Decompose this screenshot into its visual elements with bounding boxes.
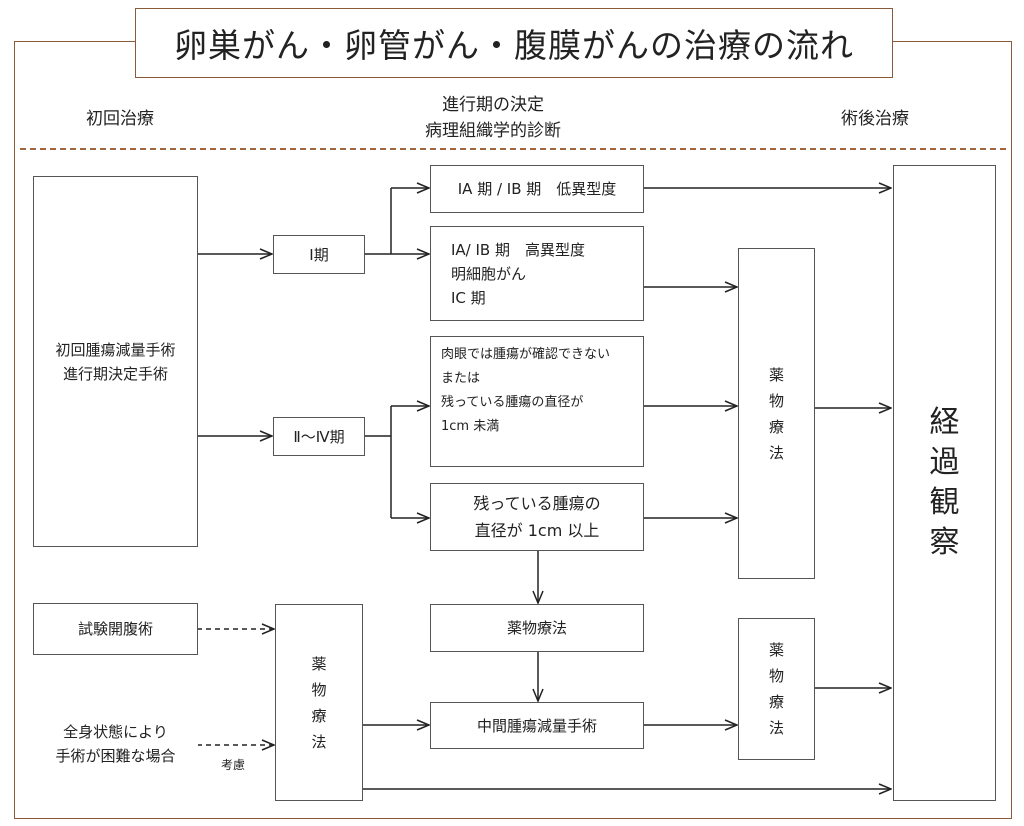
stage1-high-grade-line3: IC 期 xyxy=(451,288,486,307)
interval-surgery-label: 中間腫瘍減量手術 xyxy=(476,716,597,735)
chemotherapy-upper-char3: 療 xyxy=(768,417,784,436)
followup-char4: 察 xyxy=(929,525,960,560)
section-divider xyxy=(20,148,1006,150)
stage1-high-grade-line2: 明細胞がん xyxy=(451,264,527,283)
exploratory-laparotomy-label: 試験開腹術 xyxy=(77,620,153,638)
followup-char1: 経 xyxy=(929,405,960,440)
stage1-box: Ⅰ期 xyxy=(273,235,365,274)
exploratory-laparotomy-box: 試験開腹術 xyxy=(33,603,198,655)
chemotherapy-upper-char1: 薬 xyxy=(768,365,784,384)
diagram-title: 卵巣がん・卵管がん・腹膜がんの治療の流れ xyxy=(135,8,893,78)
chemotherapy-lower-char3: 療 xyxy=(768,693,784,711)
followup-box: 経 過 観 察 xyxy=(893,165,996,801)
chemotherapy-left-char4: 法 xyxy=(311,732,327,751)
chemotherapy-left-char1: 薬 xyxy=(311,654,327,673)
stage1-high-grade-box: ⅠA/ ⅠB 期 高異型度 明細胞がん IC 期 xyxy=(430,226,644,321)
stage2-4-label: Ⅱ～Ⅳ期 xyxy=(293,427,345,446)
followup-char3: 観 xyxy=(929,485,960,520)
header-initial-treatment: 初回治療 xyxy=(86,109,154,129)
residual-none-line4: 1cm 未満 xyxy=(441,419,500,434)
header-staging-line1: 進行期の決定 xyxy=(442,95,544,115)
residual-large-box: 残っている腫瘍の 直径が 1cm 以上 xyxy=(430,483,644,551)
chemotherapy-left-char2: 物 xyxy=(311,680,327,699)
chemotherapy-mid-box: 薬物療法 xyxy=(430,604,644,652)
chemotherapy-mid-label: 薬物療法 xyxy=(506,619,567,637)
residual-none-line3: 残っている腫瘍の直径が xyxy=(441,395,584,410)
poor-condition-text: 全身状態により 手術が困難な場合 xyxy=(33,712,198,776)
header-postop-treatment: 術後治療 xyxy=(841,109,909,129)
followup-char2: 過 xyxy=(929,445,960,480)
stage1-low-grade-label: ⅠA 期 / ⅠB 期 低異型度 xyxy=(457,180,617,198)
chemotherapy-upper-box: 薬 物 療 法 xyxy=(738,248,815,579)
chemotherapy-lower-char4: 法 xyxy=(768,719,784,737)
residual-none-box: 肉眼では腫瘍が確認できない または 残っている腫瘍の直径が 1cm 未満 xyxy=(430,336,644,467)
chemotherapy-left-char3: 療 xyxy=(311,706,327,725)
chemotherapy-upper-char4: 法 xyxy=(768,443,784,462)
stage2-4-box: Ⅱ～Ⅳ期 xyxy=(273,417,365,456)
residual-large-line1: 残っている腫瘍の xyxy=(473,494,601,513)
stage1-high-grade-line1: ⅠA/ ⅠB 期 高異型度 xyxy=(451,240,585,259)
residual-none-line1: 肉眼では腫瘍が確認できない xyxy=(441,347,611,362)
chemotherapy-upper-char2: 物 xyxy=(768,391,784,410)
interval-surgery-box: 中間腫瘍減量手術 xyxy=(430,702,644,749)
initial-surgery-line2: 進行期決定手術 xyxy=(62,364,168,383)
initial-surgery-line1: 初回腫瘍減量手術 xyxy=(55,340,176,359)
initial-surgery-box: 初回腫瘍減量手術 進行期決定手術 xyxy=(33,176,198,547)
chemotherapy-left-box: 薬 物 療 法 xyxy=(275,604,363,801)
chemotherapy-lower-char1: 薬 xyxy=(768,641,784,659)
chemotherapy-lower-char2: 物 xyxy=(768,667,784,685)
poor-condition-line2: 手術が困難な場合 xyxy=(55,747,176,765)
stage1-label: Ⅰ期 xyxy=(309,245,329,264)
residual-large-line2: 直径が 1cm 以上 xyxy=(474,521,600,540)
header-staging: 進行期の決定 病理組織学的診断 xyxy=(400,92,586,144)
stage1-low-grade-box: ⅠA 期 / ⅠB 期 低異型度 xyxy=(430,165,644,213)
poor-condition-line1: 全身状態により xyxy=(63,723,168,741)
residual-none-line2: または xyxy=(441,371,481,386)
header-staging-line2: 病理組織学的診断 xyxy=(425,121,561,141)
chemotherapy-lower-box: 薬 物 療 法 xyxy=(738,618,815,760)
consider-label: 考慮 xyxy=(221,758,246,772)
